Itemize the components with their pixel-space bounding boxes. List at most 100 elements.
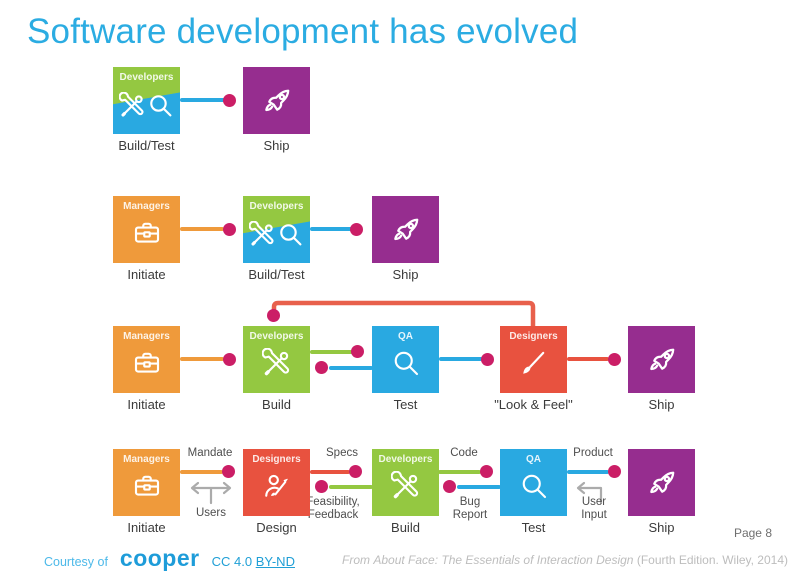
connector-dot — [608, 465, 621, 478]
magnifier-icon — [147, 92, 174, 119]
license-cc: CC 4.0 — [211, 554, 253, 569]
developers-box: Developers — [372, 449, 439, 516]
left-right-arrow-icon — [190, 481, 232, 505]
node-initiate: Managers Initiate — [113, 196, 180, 282]
connector-dot — [222, 465, 235, 478]
courtesy-text: Courtesy of — [44, 555, 108, 569]
connector-line — [180, 227, 224, 231]
attribution-title: About Face: The Essentials of Interactio… — [373, 553, 634, 567]
node-look-and-feel: Designers "Look & Feel" — [494, 326, 573, 412]
connector-line — [180, 357, 224, 361]
node-initiate: Managers Initiate — [113, 449, 180, 535]
qa-box: QA — [500, 449, 567, 516]
node-caption: Test — [521, 520, 546, 535]
flow-label-mandate: Mandate — [187, 447, 233, 459]
connector-line — [329, 485, 373, 489]
role-label: Managers — [123, 454, 170, 465]
node-design: Designers Design — [243, 449, 310, 535]
return-arrow-icon — [576, 481, 603, 505]
connector-line — [180, 470, 223, 474]
developers-box: Developers — [243, 196, 310, 263]
node-build: Developers Build — [243, 326, 310, 412]
paintbrush-icon — [519, 348, 549, 378]
node-caption: Build — [262, 397, 291, 412]
role-label: Developers — [119, 72, 174, 83]
flow-label-specs: Specs — [326, 447, 358, 459]
node-build-test: Developers Build/Test — [113, 67, 180, 153]
connector-line — [567, 470, 609, 474]
connector-line — [180, 98, 227, 102]
connector-dot — [480, 465, 493, 478]
node-caption: Build — [391, 520, 420, 535]
attribution-text: From About Face: The Essentials of Inter… — [342, 553, 788, 567]
connector-dot — [315, 480, 328, 493]
briefcase-icon — [132, 218, 162, 248]
node-build-test: Developers Build/Test — [243, 196, 310, 282]
build-test-icons — [243, 221, 310, 248]
connector-line — [310, 350, 354, 354]
crossed-tools-icon — [391, 471, 421, 501]
magnifier-icon — [277, 221, 304, 248]
rocket-icon — [390, 214, 422, 246]
magnifier-icon — [391, 348, 421, 378]
footer-credit: Courtesy of cooper CC 4.0 BY-ND — [44, 545, 295, 572]
rocket-icon — [646, 344, 678, 376]
node-caption: Ship — [392, 267, 419, 282]
connector-line — [310, 470, 350, 474]
briefcase-icon — [132, 471, 162, 501]
node-initiate: Managers Initiate — [113, 326, 180, 412]
crossed-tools-icon — [262, 348, 292, 378]
role-label: Designers — [252, 454, 301, 465]
node-caption: Ship — [263, 138, 290, 153]
rocket-icon — [646, 467, 678, 499]
node-caption: Ship — [648, 520, 675, 535]
role-label: Developers — [378, 454, 433, 465]
ship-box — [628, 326, 695, 393]
connector-line — [439, 357, 483, 361]
designers-box: Designers — [500, 326, 567, 393]
build-test-icons — [113, 92, 180, 119]
node-caption: Build/Test — [118, 138, 175, 153]
crossed-tools-icon — [119, 92, 146, 119]
node-build: Developers Build — [372, 449, 439, 535]
person-with-pen-icon — [262, 471, 292, 501]
connector-line — [457, 485, 501, 489]
slide-title: Software development has evolved — [27, 12, 579, 51]
node-ship: Ship — [628, 449, 695, 535]
attribution-suffix: (Fourth Edition. Wiley, 2014) — [636, 553, 788, 567]
developers-box: Developers — [243, 326, 310, 393]
connector-line — [329, 366, 373, 370]
designers-box: Designers — [243, 449, 310, 516]
role-label: Designers — [509, 331, 558, 342]
license-link[interactable]: BY-ND — [255, 554, 295, 569]
crossed-tools-icon — [249, 221, 276, 248]
flow-label-feasibility-feedback: Feasibility, Feedback — [306, 496, 360, 521]
node-caption: Test — [393, 397, 418, 412]
qa-box: QA — [372, 326, 439, 393]
node-caption: "Look & Feel" — [494, 397, 573, 412]
cooper-logo: cooper — [119, 545, 200, 571]
flow-label-product: Product — [573, 447, 613, 459]
magnifier-icon — [519, 471, 549, 501]
license-text: CC 4.0 BY-ND — [212, 554, 295, 569]
role-label: QA — [526, 454, 541, 465]
ship-box — [243, 67, 310, 134]
node-ship: Ship — [628, 326, 695, 412]
flow-label-users: Users — [195, 507, 227, 519]
node-ship: Ship — [243, 67, 310, 153]
connector-dot — [349, 465, 362, 478]
connector-dot — [267, 309, 280, 322]
node-caption: Initiate — [127, 397, 166, 412]
node-test: QA Test — [500, 449, 567, 535]
flow-label-code: Code — [450, 447, 478, 459]
flow-label-user-input: User Input — [581, 496, 607, 521]
connector-dot — [608, 353, 621, 366]
ship-box — [372, 196, 439, 263]
node-caption: Design — [256, 520, 297, 535]
feedback-loop-line — [271, 300, 536, 334]
briefcase-icon — [132, 348, 162, 378]
managers-box: Managers — [113, 326, 180, 393]
page-number: Page 8 — [733, 526, 772, 540]
node-ship: Ship — [372, 196, 439, 282]
